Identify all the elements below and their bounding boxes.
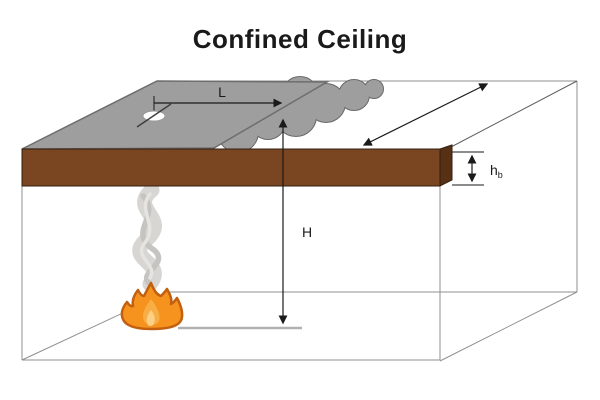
ceiling-depth-arrow <box>362 83 489 146</box>
ceiling-plane <box>21 80 330 150</box>
dimension-L-label: L <box>218 84 226 100</box>
room-bottom-right-receding-edge <box>439 291 578 362</box>
sprinkler-slash <box>136 103 172 128</box>
smoke-plume <box>132 182 162 292</box>
beam-side-face <box>439 144 453 187</box>
dimension-L: L <box>153 84 283 112</box>
ceiling-beam <box>21 144 453 187</box>
beam-front-face <box>21 148 441 187</box>
sprinkler-icon <box>136 103 172 128</box>
flame-core <box>146 310 155 327</box>
smoke-plume-highlight <box>139 192 154 280</box>
smoke-plume-swirl <box>140 193 162 286</box>
diagram-title: Confined Ceiling <box>193 24 408 54</box>
room-top-right-receding-edge <box>450 80 578 148</box>
dimension-hb-label: hb <box>490 162 503 180</box>
dimension-H-label: H <box>302 224 312 240</box>
dimension-H: H <box>278 118 312 325</box>
dimension-hb: hb <box>452 151 503 186</box>
fire-icon <box>120 281 184 331</box>
